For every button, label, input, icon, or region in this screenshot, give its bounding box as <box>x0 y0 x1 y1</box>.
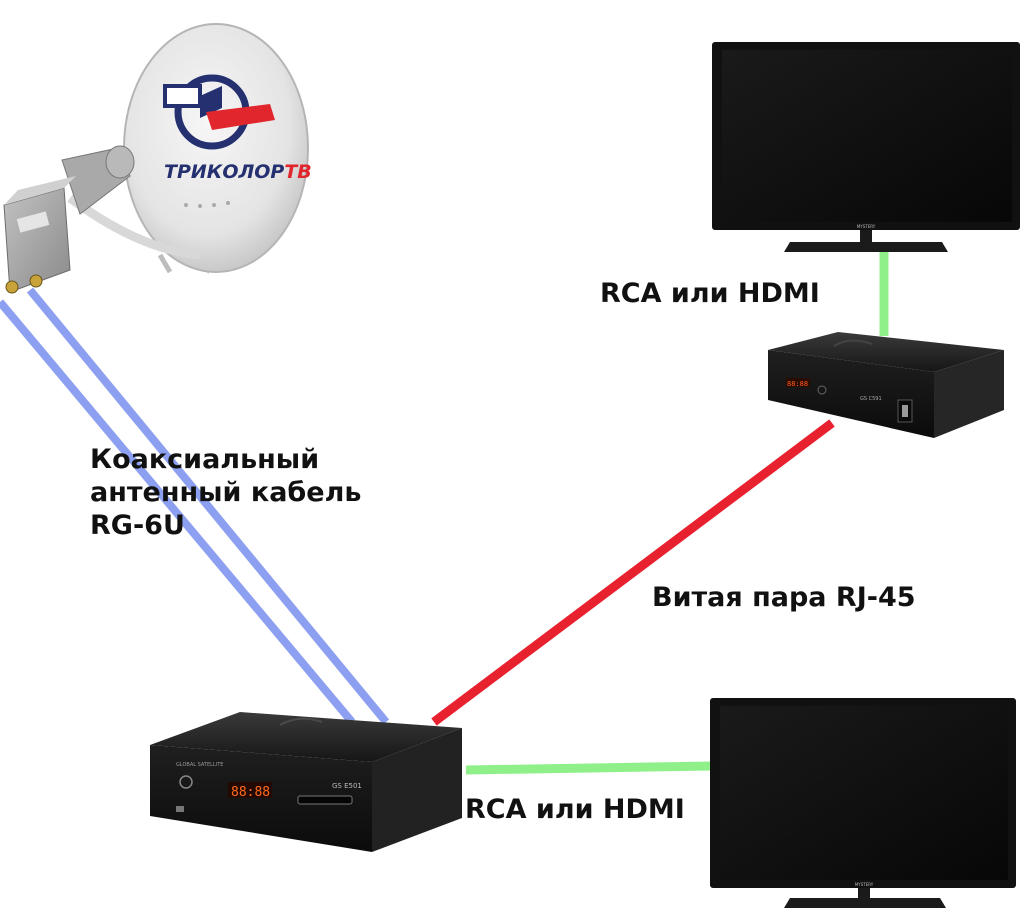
satellite-dish: ТРИКОЛОРТВ <box>67 23 312 274</box>
tv-top-brand: MYSTERY <box>857 224 876 229</box>
main-receiver: GLOBAL SATELLITE 88:88 GS E501 <box>150 712 462 852</box>
coax-label-line-2: антенный кабель <box>90 476 362 508</box>
twisted-pair-label: Витая пара RJ-45 <box>652 582 916 613</box>
lnb-converter <box>3 145 135 294</box>
coax-cable-2 <box>26 287 390 725</box>
rca-hdmi-label-top: RCA или HDMI <box>600 278 820 309</box>
coax-cable-label: Коаксиальный антенный кабель RG-6U <box>90 444 361 543</box>
tricolor-logo: ТРИКОЛОРТВ <box>163 74 312 183</box>
tv-bottom: MYSTERY <box>710 698 1016 908</box>
tv-top: MYSTERY <box>712 42 1020 252</box>
coax-cables <box>0 287 390 725</box>
rca-hdmi-label-bottom: RCA или HDMI <box>465 794 685 825</box>
main-receiver-front-text: GLOBAL SATELLITE <box>176 762 223 768</box>
client-receiver: 88:88 GS C591 <box>768 332 1004 438</box>
coax-label-line-3: RG-6U <box>90 509 185 541</box>
tricolor-logo-text: ТРИКОЛОРТВ <box>164 161 312 183</box>
hdmi-cable-bottom <box>465 761 713 775</box>
client-receiver-model: GS C591 <box>860 396 882 402</box>
coax-cable-1 <box>0 299 356 725</box>
main-receiver-model: GS E501 <box>332 782 362 790</box>
coax-label-line-1: Коаксиальный <box>90 444 320 475</box>
client-receiver-display: 88:88 <box>787 380 808 388</box>
main-receiver-display: 88:88 <box>231 785 270 800</box>
twisted-pair-cable <box>431 419 835 726</box>
tv-bottom-brand: MYSTERY <box>855 882 874 887</box>
